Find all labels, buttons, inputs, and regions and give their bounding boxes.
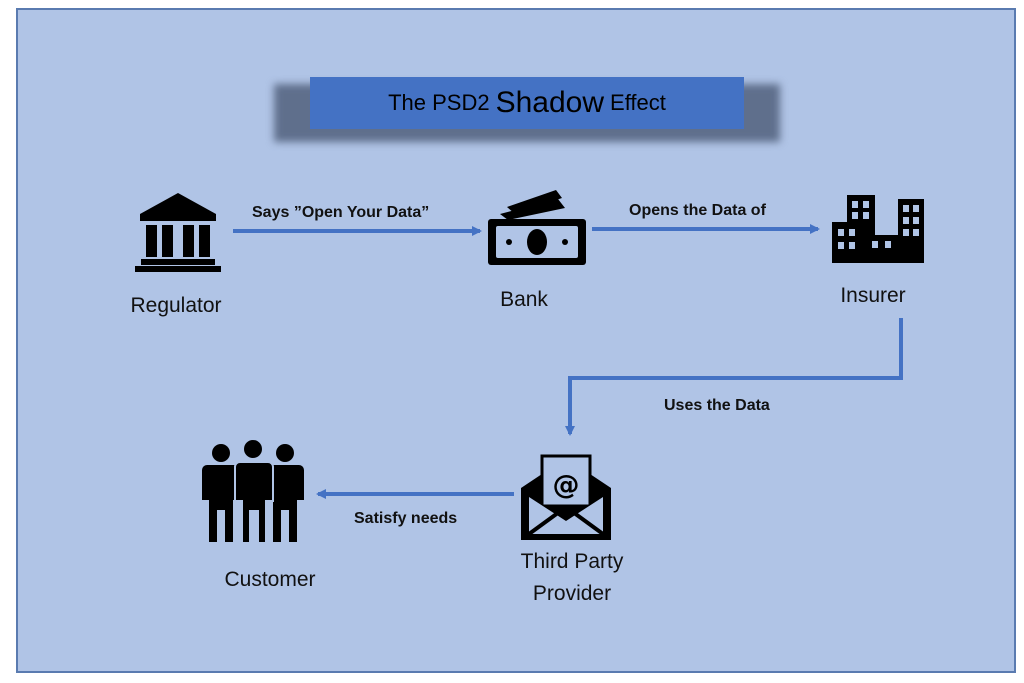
edge-label-regulator-bank: Says ”Open Your Data”: [252, 204, 430, 221]
svg-text:@: @: [553, 470, 580, 501]
arrow-insurer-to-tpp: [565, 318, 903, 436]
edge-label-tpp-customer: Satisfy needs: [354, 510, 458, 527]
edge-label-insurer-tpp: Uses the Data: [664, 397, 770, 414]
diagram-title: The PSD2 Shadow Effect: [310, 77, 744, 129]
customer-label: Customer: [224, 568, 316, 591]
insurer-label: Insurer: [840, 284, 906, 307]
people-group-icon: [202, 438, 304, 544]
tpp-label-line2: Provider: [532, 582, 612, 605]
title-suffix: Effect: [610, 90, 666, 115]
tpp-label-line1: Third Party: [520, 550, 624, 573]
title-emphasis: Shadow: [495, 86, 605, 119]
office-buildings-icon: [832, 195, 924, 263]
bank-label: Bank: [500, 288, 548, 311]
bank-building-icon: [135, 193, 221, 272]
edge-label-bank-insurer: Opens the Data of: [629, 202, 766, 219]
cash-icon: [488, 190, 586, 265]
email-envelope-icon: @: [521, 454, 611, 540]
regulator-label: Regulator: [130, 294, 222, 317]
title-prefix: The PSD2: [388, 90, 490, 115]
